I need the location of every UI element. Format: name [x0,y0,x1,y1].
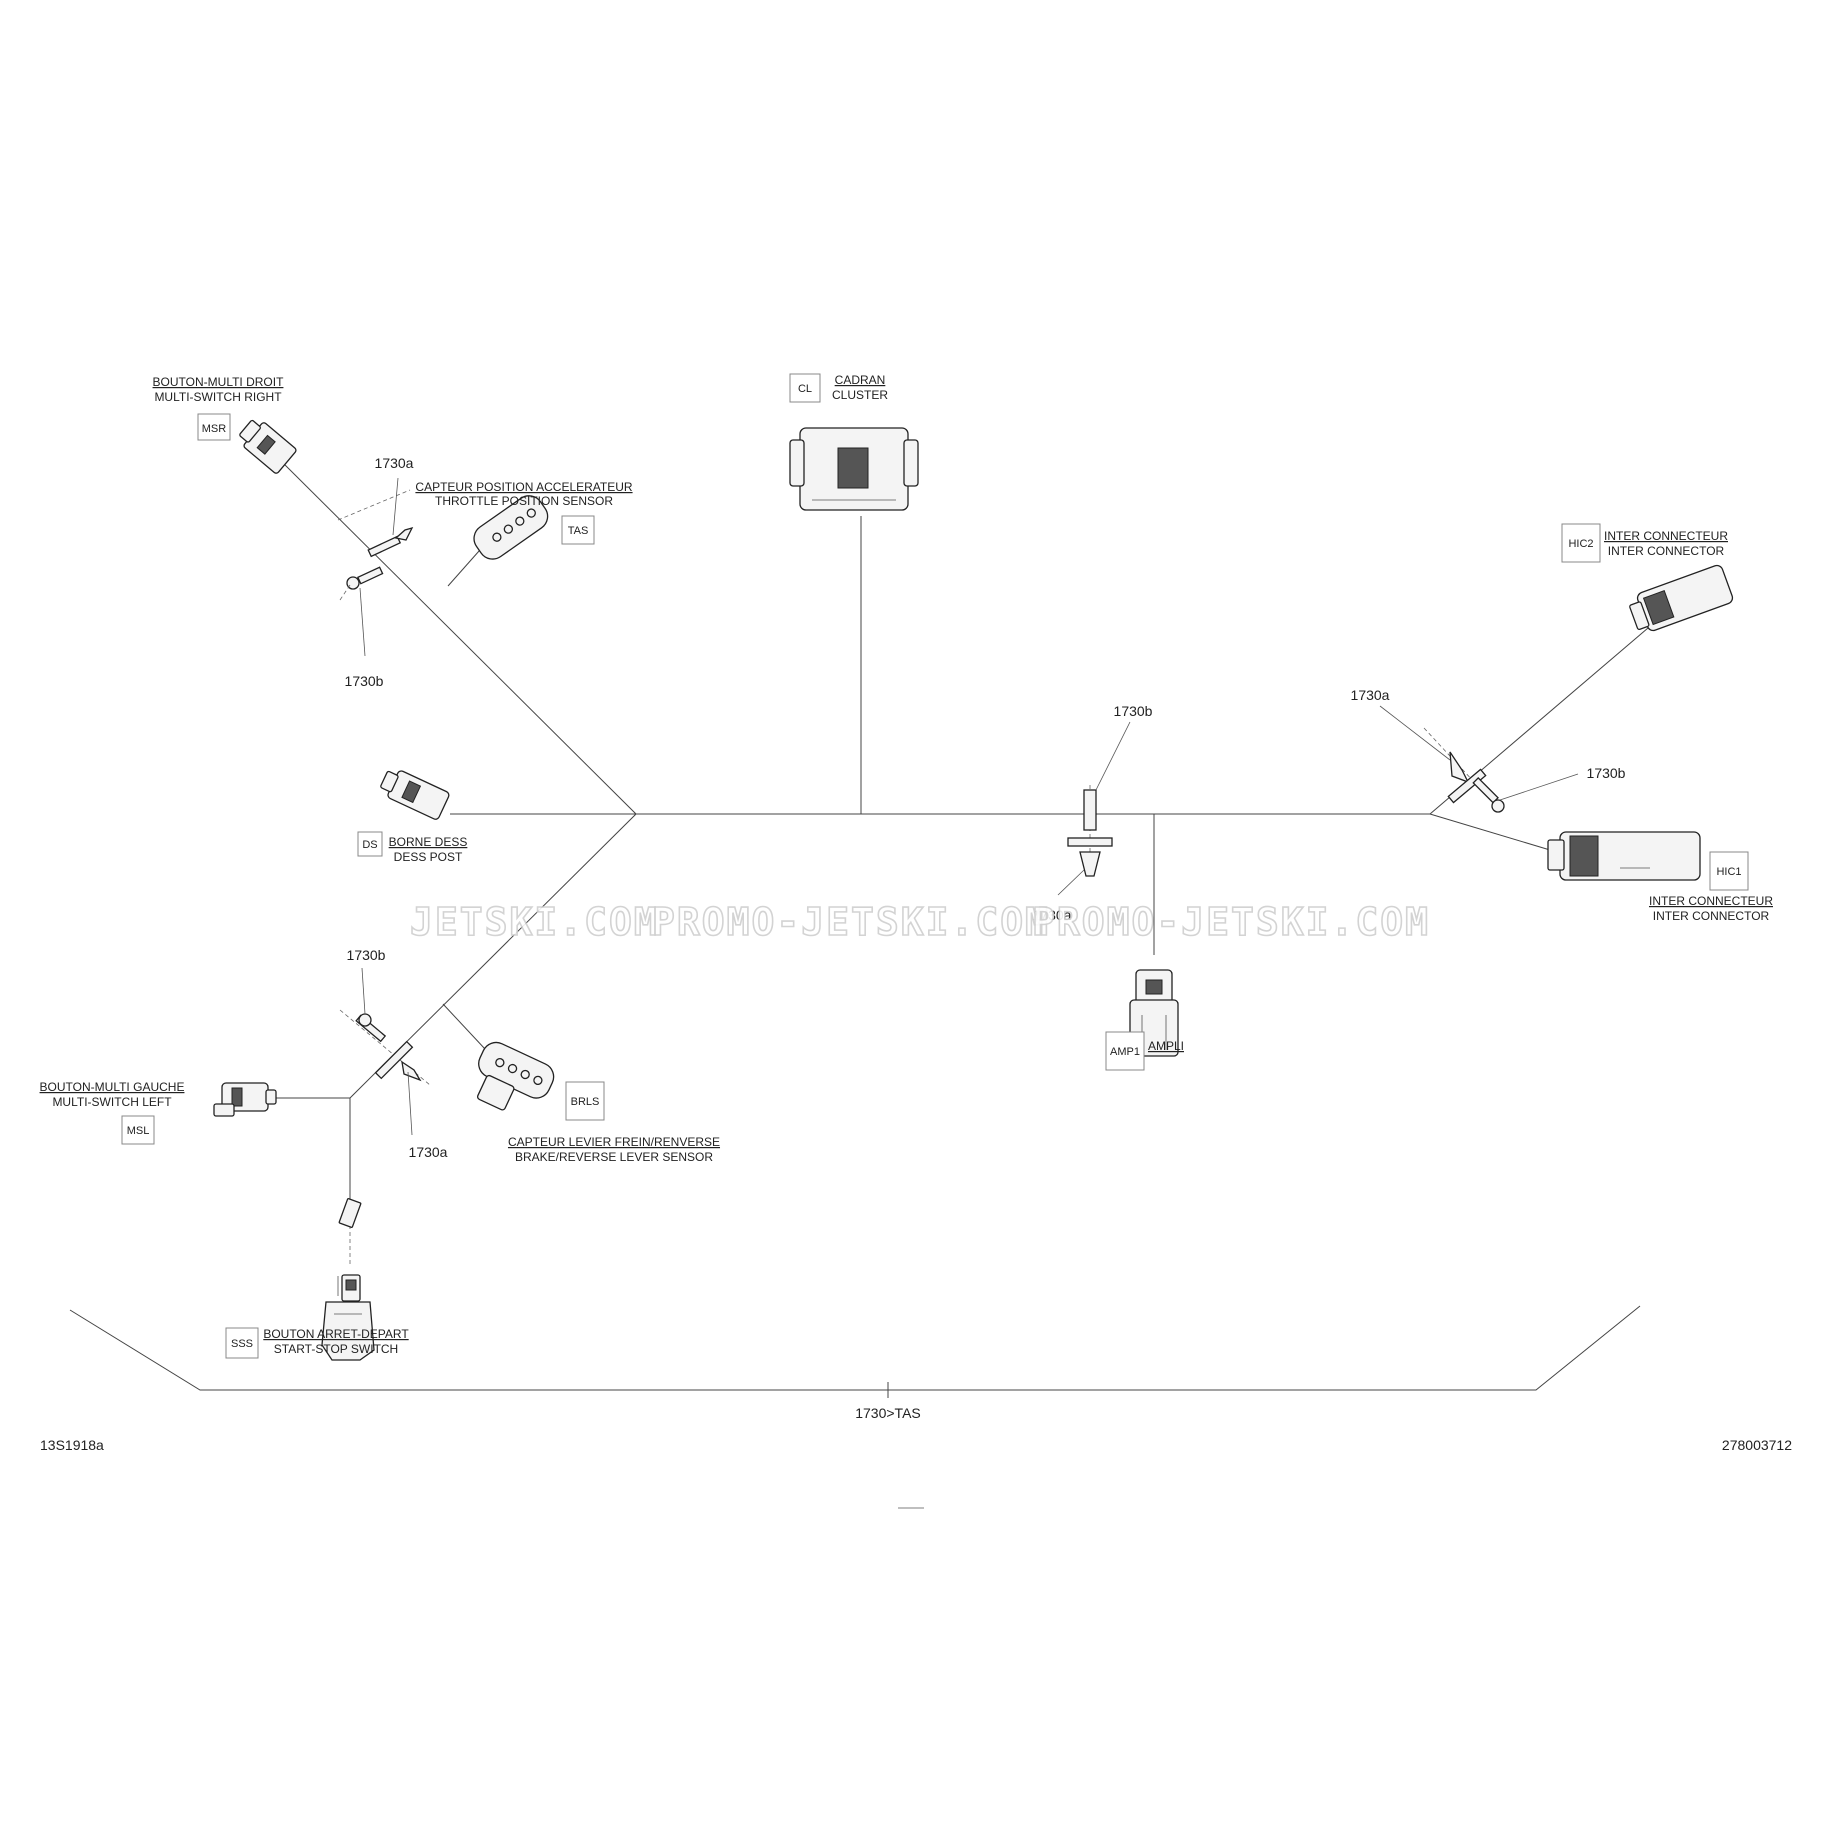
watermark-text-3: PROMO-JETSKI.COM [1032,900,1430,944]
sss-connector [321,1198,375,1361]
cl-label: CL CADRAN CLUSTER [789,373,888,403]
msr-title: BOUTON-MULTI DROIT [153,375,285,389]
ds-code: DS [362,839,377,851]
brls-title: CAPTEUR LEVIER FREIN/RENVERSE [508,1135,720,1149]
tas-connector [473,495,549,560]
wire-brls-branch [442,1003,486,1050]
part-ref-1730b-msr: 1730b [345,673,384,689]
tas-subtitle: THROTTLE POSITION SENSOR [435,494,613,508]
msl-subtitle: MULTI-SWITCH LEFT [52,1095,172,1109]
cluster-connector [789,427,919,511]
ds-subtitle: DESS POST [394,850,463,864]
msr-code: MSR [202,423,227,435]
watermark: JETSKI.COM PROMO-JETSKI.COM PROMO-JETSKI… [409,899,1430,945]
figure-id: 13S1918a [40,1437,104,1453]
part-references: 1730a 1730b 1730b 1730a 1730a 1730b 1730… [345,455,1626,1160]
brls-code: BRLS [571,1096,600,1108]
sss-title: BOUTON ARRET-DEPART [263,1327,409,1341]
clip-1730-center [1057,721,1131,896]
sss-code: SSS [231,1338,253,1350]
assembly-bracket: 1730>TAS [69,1305,1641,1421]
hic2-label: HIC2 INTER CONNECTEUR INTER CONNECTOR [1561,523,1728,563]
ds-label: DS BORNE DESS DESS POST [357,831,468,864]
tas-label: CAPTEUR POSITION ACCELERATEUR THROTTLE P… [415,480,633,545]
cl-code: CL [798,383,812,395]
part-ref-1730b-left: 1730b [347,947,386,963]
hic1-subtitle: INTER CONNECTOR [1653,909,1770,923]
clip-1730-left [339,967,431,1136]
cl-title: CADRAN [835,373,886,387]
amp1-title: AMPLI [1148,1039,1184,1053]
hic1-connector [1547,831,1701,881]
hic2-title: INTER CONNECTEUR [1604,529,1728,543]
tas-title: CAPTEUR POSITION ACCELERATEUR [415,480,632,494]
ds-title: BORNE DESS [389,835,468,849]
sss-label: SSS BOUTON ARRET-DEPART START-STOP SWITC… [225,1327,409,1359]
msr-connector [239,419,297,474]
ds-connector [380,770,450,820]
hic1-title: INTER CONNECTEUR [1649,894,1773,908]
hic2-connector [1629,564,1734,632]
part-number: 278003712 [1722,1437,1792,1453]
hic1-label: HIC1 INTER CONNECTEUR INTER CONNECTOR [1649,851,1773,923]
part-ref-1730a-center: 1730a [1033,907,1072,923]
watermark-text-2: PROMO-JETSKI.COM [652,900,1050,944]
clip-1730-msr [337,477,414,657]
sss-subtitle: START-STOP SWITCH [274,1342,398,1356]
hic2-subtitle: INTER CONNECTOR [1608,544,1725,558]
msr-subtitle: MULTI-SWITCH RIGHT [154,390,282,404]
msl-title: BOUTON-MULTI GAUCHE [40,1080,185,1094]
part-ref-1730a-msr: 1730a [375,455,414,471]
msl-code: MSL [127,1125,150,1137]
hic2-code: HIC2 [1568,538,1593,550]
msl-label: BOUTON-MULTI GAUCHE MULTI-SWITCH LEFT MS… [40,1080,185,1145]
clip-1730-right [1379,705,1579,813]
part-ref-1730a-right: 1730a [1351,687,1390,703]
msl-connector [213,1082,277,1117]
amp1-code: AMP1 [1110,1046,1140,1058]
wire-hic1-branch [1429,813,1551,851]
brls-subtitle: BRAKE/REVERSE LEVER SENSOR [515,1150,713,1164]
part-ref-1730b-right: 1730b [1587,765,1626,781]
tas-code: TAS [568,525,589,537]
amp1-label: AMP1 AMPLI [1105,1031,1184,1071]
harness-wires [272,454,1649,1265]
part-ref-1730b-center: 1730b [1114,703,1153,719]
msr-label: BOUTON-MULTI DROIT MULTI-SWITCH RIGHT MS… [153,375,285,441]
cl-subtitle: CLUSTER [832,388,888,402]
watermark-text-1: JETSKI.COM [410,900,659,944]
wire-msr-branch [274,454,637,815]
assembly-label: 1730>TAS [855,1405,921,1421]
part-ref-1730a-left: 1730a [409,1144,448,1160]
hic1-code: HIC1 [1716,866,1741,878]
brls-connector [476,1041,555,1111]
brls-label: BRLS CAPTEUR LEVIER FREIN/RENVERSE BRAKE… [508,1081,720,1164]
